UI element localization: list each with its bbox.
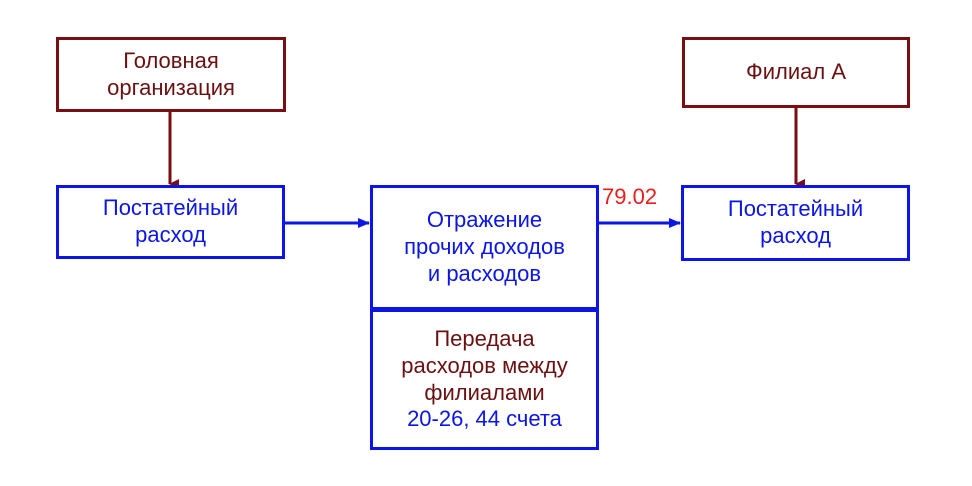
expense-right-line-2: расход	[760, 223, 831, 248]
other-income-line-1: Отражение	[426, 207, 543, 233]
expense-left-line-1: Постатейный	[102, 195, 239, 221]
transfer-accounts: 20-26, 44 счета	[407, 406, 562, 432]
account-number-label: 79.02	[602, 184, 658, 209]
other-income-line-3: и расходов	[427, 260, 542, 286]
head-org-line-2: организация	[107, 74, 235, 100]
head-org-line-1: Головная	[123, 47, 219, 73]
transfer-line-3: филиалами	[424, 379, 545, 405]
branch-a-box: Филиал А	[682, 37, 910, 108]
expense-transfer-box: Передача расходов между филиалами 20-26,…	[370, 309, 599, 450]
branch-a-label: Филиал А	[746, 59, 846, 85]
expense-left-line-2: расход	[135, 222, 206, 247]
transfer-line-2: расходов между	[401, 352, 568, 378]
itemized-expense-right-box: Постатейный расход	[681, 185, 910, 261]
other-income-expense-box: Отражение прочих доходов и расходов	[370, 185, 599, 310]
expense-right-line-1: Постатейный	[727, 196, 864, 222]
itemized-expense-left-box: Постатейный расход	[56, 185, 285, 259]
transfer-line-1: Передача	[434, 325, 535, 351]
head-organization-box: Головная организация	[56, 37, 286, 112]
other-income-line-2: прочих доходов	[404, 234, 565, 260]
